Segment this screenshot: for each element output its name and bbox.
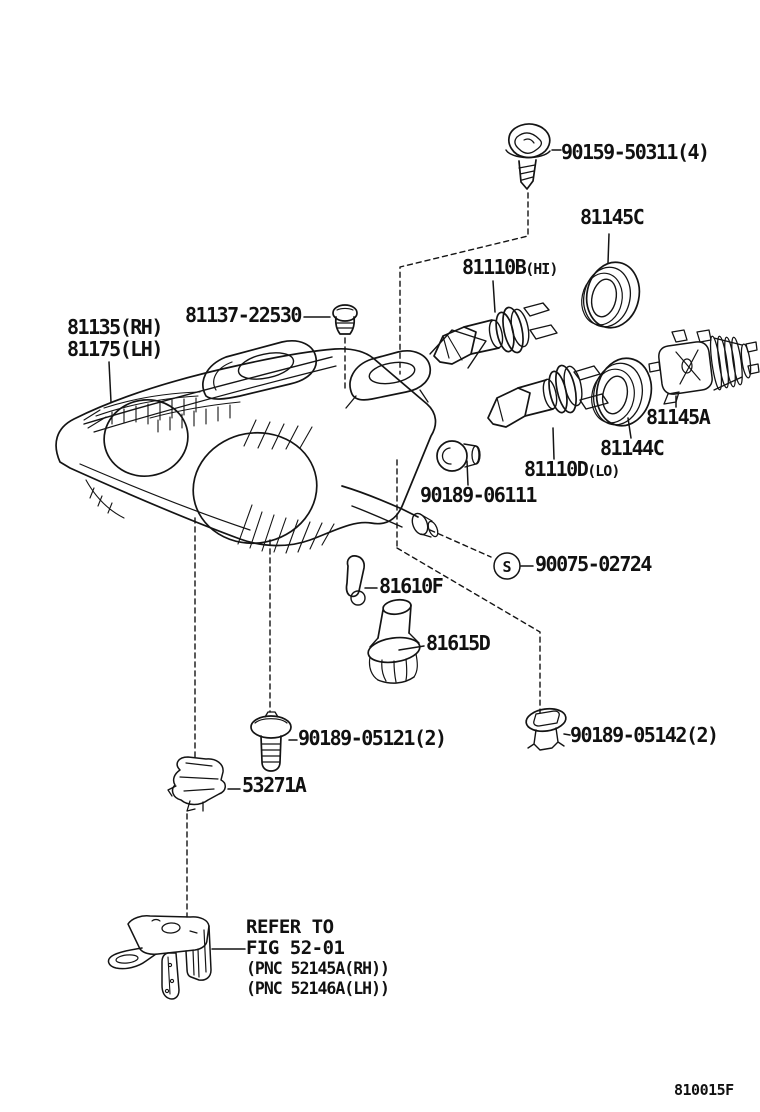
figure-code: 810015F: [674, 1081, 734, 1099]
part-number-grommet-side: 90189-06111: [420, 483, 537, 507]
headlamp-lh-number: 81175(LH): [67, 337, 163, 361]
bulb-lo-beam-qualifier: (LO): [587, 462, 620, 480]
part-number-headlamp: 81135(RH) 81175(LH): [67, 315, 163, 361]
high-beam-bulb-drawing: [433, 302, 558, 365]
hi-seal-ring-drawing: [581, 261, 641, 329]
screw-drawing: [505, 123, 551, 190]
s-marker-letter: S: [502, 558, 512, 576]
socket-plug-drawing: [648, 329, 760, 405]
part-number-clip-left: 53271A: [242, 773, 307, 797]
side-grommet-drawing: [436, 440, 481, 472]
headlamp-drawing: [55, 329, 487, 554]
part-number-grommet-lower: 90189-05121(2): [298, 726, 447, 750]
pin-drawing: [345, 555, 366, 606]
refer-note-line2: FIG 52-01: [246, 937, 345, 959]
part-number-screw-s: 90075-02724: [535, 552, 652, 576]
refer-note-line1: REFER TO: [246, 916, 334, 938]
bracket-drawing: [107, 915, 212, 1000]
refer-note-line4: (PNC 52146A(LH)): [246, 979, 390, 998]
assembly-dashed-lines: [186, 192, 541, 918]
bulb-lo-number: 81110D: [524, 457, 589, 481]
part-number-gasket-hi: 81145C: [580, 205, 645, 229]
refer-note-line3: (PNC 52145A(RH)): [246, 959, 390, 978]
part-number-bulb-hi: 81110B(HI): [462, 255, 558, 279]
left-clip-drawing: [167, 756, 226, 812]
leader-lines: [108, 149, 677, 950]
part-number-pin: 81610F: [379, 574, 444, 598]
headlamp-rh-number: 81135(RH): [67, 315, 163, 339]
adjust-socket-drawing: [367, 598, 421, 684]
part-number-clip-right: 90189-05142(2): [570, 723, 719, 747]
refer-note: REFER TO FIG 52-01 (PNC 52145A(RH)) (PNC…: [246, 916, 390, 999]
upper-grommet-drawing: [332, 304, 358, 335]
bulb-hi-number: 81110B: [462, 255, 527, 279]
part-number-socket-cover: 81145A: [646, 405, 711, 429]
part-number-screw-top: 90159-50311(4): [561, 140, 710, 164]
lower-grommet-drawing: [250, 711, 292, 772]
part-number-bulb-lo: 81110D(LO): [524, 457, 620, 481]
low-beam-bulb-drawing: [487, 364, 609, 428]
s-marker-circle: [493, 552, 521, 580]
right-clip-drawing: [525, 707, 567, 751]
part-number-grommet-upper: 81137-22530: [185, 303, 302, 327]
bulb-hi-beam-qualifier: (HI): [525, 260, 558, 278]
lo-seal-ring-drawing: [591, 357, 653, 427]
part-number-adjust-socket: 81615D: [426, 631, 491, 655]
part-number-gasket-lo: 81144C: [600, 436, 665, 460]
